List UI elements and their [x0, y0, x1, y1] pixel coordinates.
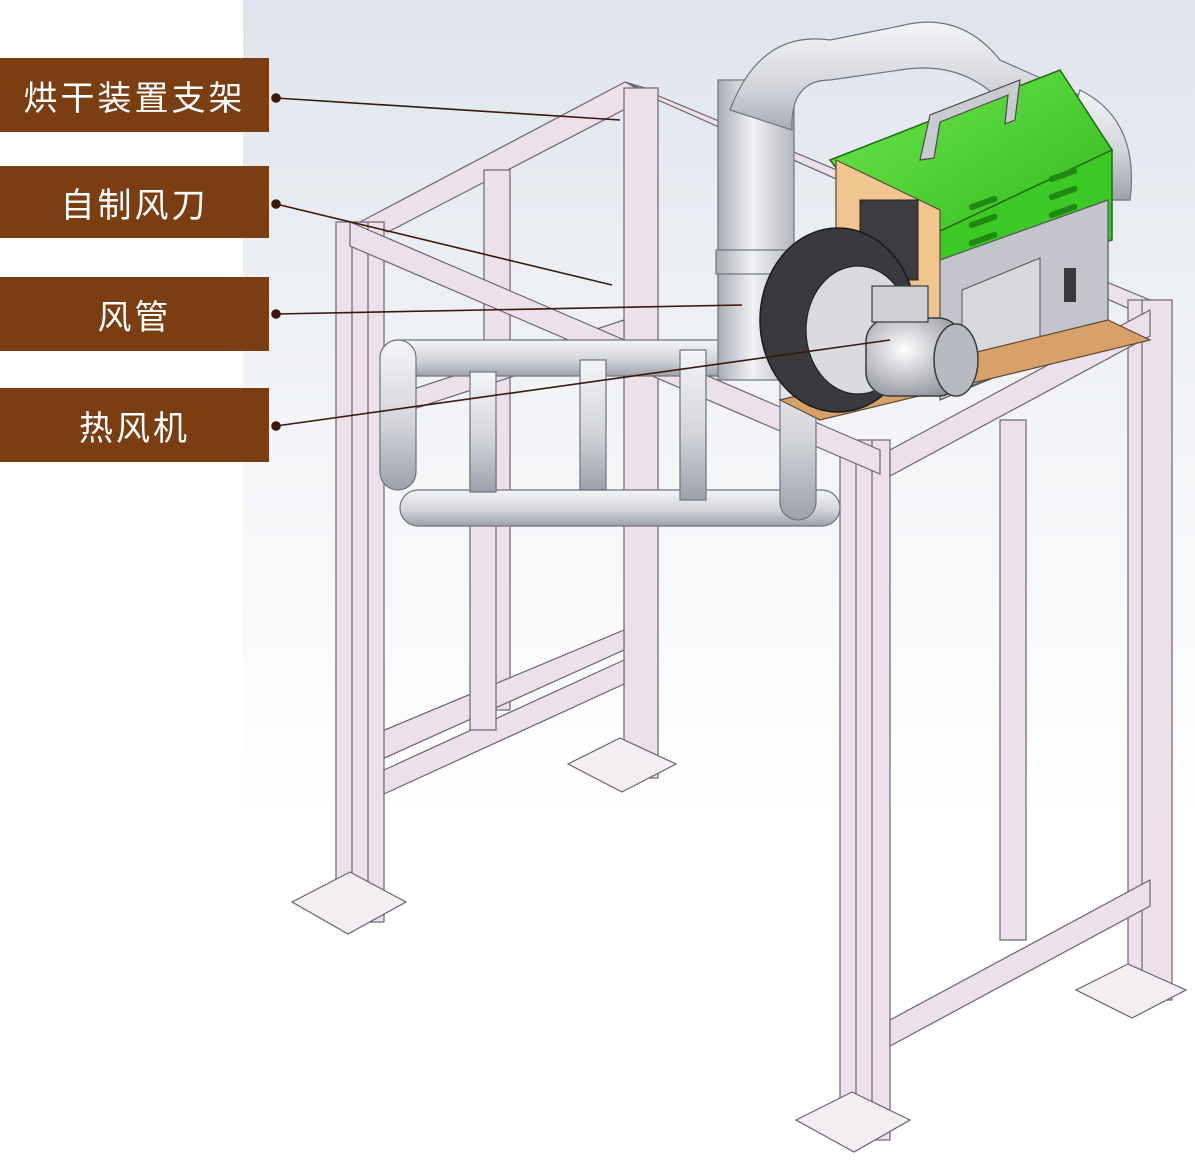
callout-line-air-duct	[275, 304, 743, 315]
motor-junction-box	[871, 285, 929, 323]
label-air-duct-text: 风管	[97, 297, 172, 338]
motor-end-cap	[933, 323, 979, 397]
foot-plates	[290, 737, 1188, 1153]
label-drying-frame-text: 烘干装置支架	[23, 78, 246, 119]
label-air-duct: 风管	[0, 277, 269, 351]
carry-handle	[919, 79, 1021, 161]
vent-slots	[968, 167, 1078, 247]
callout-line-air-knife	[275, 203, 613, 286]
frame-right-side	[889, 308, 1151, 1048]
callout-dot-frame	[271, 93, 281, 103]
label-air-knife-text: 自制风刀	[60, 185, 209, 226]
callout-dot-air-knife	[271, 199, 281, 209]
callout-dot-blower	[271, 421, 281, 431]
hot-air-blower	[759, 69, 1152, 421]
callout-lines	[271, 93, 891, 431]
label-air-knife: 自制风刀	[0, 166, 269, 238]
panel-vent	[1064, 268, 1076, 302]
frame-leg-front-left	[335, 221, 385, 923]
label-drying-frame: 烘干装置支架	[0, 58, 269, 132]
frame-leg-front-right	[839, 439, 891, 1141]
callout-dot-air-duct	[271, 309, 281, 319]
label-blower: 热风机	[0, 388, 269, 462]
callout-line-frame	[275, 97, 621, 121]
callout-line-blower	[275, 339, 891, 427]
label-blower-text: 热风机	[79, 408, 190, 449]
